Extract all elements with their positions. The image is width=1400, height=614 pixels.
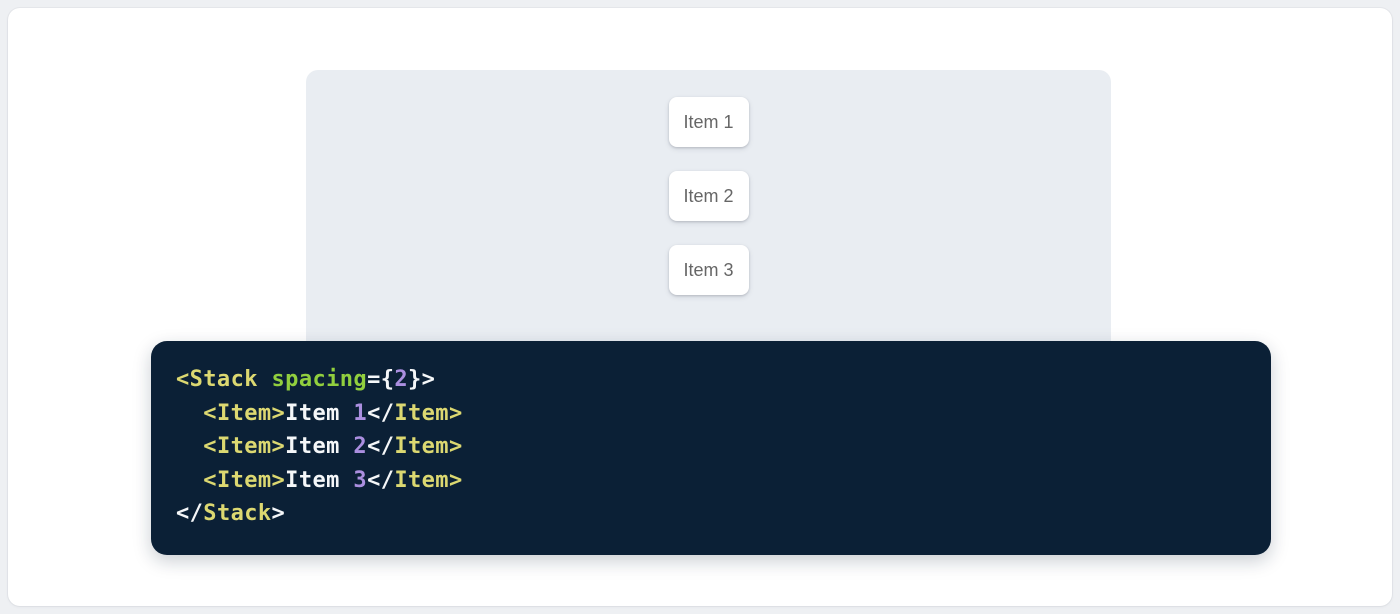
code-snippet: <Stack spacing={2}> <Item>Item 1</Item> … (176, 363, 1251, 531)
stack-item-label: Item 3 (683, 259, 734, 280)
code-content: <Stack spacing={2}> <Item>Item 1</Item> … (176, 367, 463, 526)
stack-item-2: Item 2 (668, 171, 749, 221)
stack-container: Item 1 Item 2 Item 3 (306, 97, 1111, 295)
stack-item-label: Item 2 (683, 185, 734, 206)
code-block: <Stack spacing={2}> <Item>Item 1</Item> … (151, 341, 1271, 555)
stack-item-1: Item 1 (668, 97, 749, 147)
stack-item-3: Item 3 (668, 245, 749, 295)
app-surface: Item 1 Item 2 Item 3 <Stack spacing={2}>… (8, 8, 1392, 606)
stack-demo-panel: Item 1 Item 2 Item 3 (306, 70, 1111, 370)
stack-item-label: Item 1 (683, 111, 734, 132)
